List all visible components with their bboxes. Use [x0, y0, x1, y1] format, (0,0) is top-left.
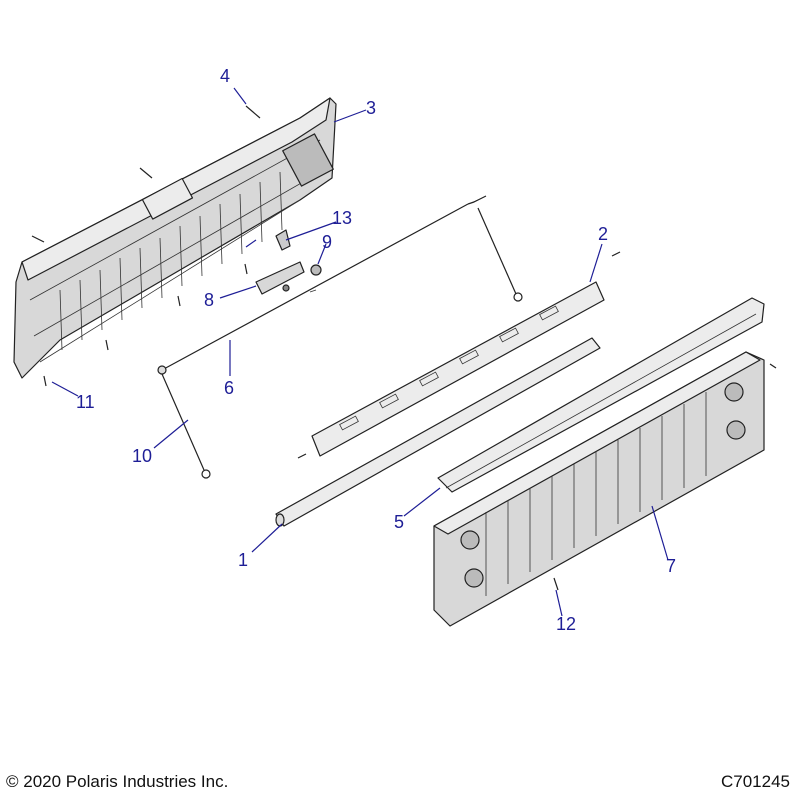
screw-2b-icon [297, 453, 307, 459]
latch-8 [255, 261, 305, 295]
top-cap-5 [437, 297, 765, 493]
callout-5: 5 [394, 512, 404, 532]
copyright-notice: © 2020 Polaris Industries Inc. [6, 772, 229, 791]
screw-12-icon [553, 577, 559, 591]
rail-slots [339, 305, 559, 431]
callout-7: 7 [666, 556, 676, 576]
callout-1: 1 [238, 550, 248, 570]
callout-2: 2 [598, 224, 608, 244]
release-rod-6 [161, 195, 487, 371]
panel-ribs [59, 171, 283, 351]
screw-11-icon [43, 263, 248, 387]
screw-4-icon [31, 105, 261, 243]
callout-3: 3 [366, 98, 376, 118]
nut-9 [310, 264, 322, 276]
callout-4: 4 [220, 66, 230, 86]
outer-panel-ribs [485, 392, 707, 596]
callout-10: 10 [132, 446, 152, 466]
upper-rail-2 [311, 281, 605, 457]
cable-10 [157, 207, 523, 479]
callout-11: 11 [76, 392, 95, 412]
drawing-number: C701245 [720, 772, 790, 791]
callout-6: 6 [224, 378, 234, 398]
callout-8: 8 [204, 290, 214, 310]
callout-9: 9 [322, 232, 332, 252]
callout-13: 13 [332, 208, 352, 228]
callouts: 1 2 3 4 5 6 7 8 9 10 11 12 13 [76, 66, 676, 634]
screw-2-icon [611, 251, 621, 257]
clip-13 [275, 229, 291, 251]
outer-tailgate-panel-7 [433, 351, 765, 627]
leader-lines [51, 87, 669, 617]
callout-12: 12 [556, 614, 576, 634]
screw-7-icon [769, 363, 777, 369]
bar-1 [275, 337, 601, 527]
inner-tailgate-panel [13, 97, 337, 379]
